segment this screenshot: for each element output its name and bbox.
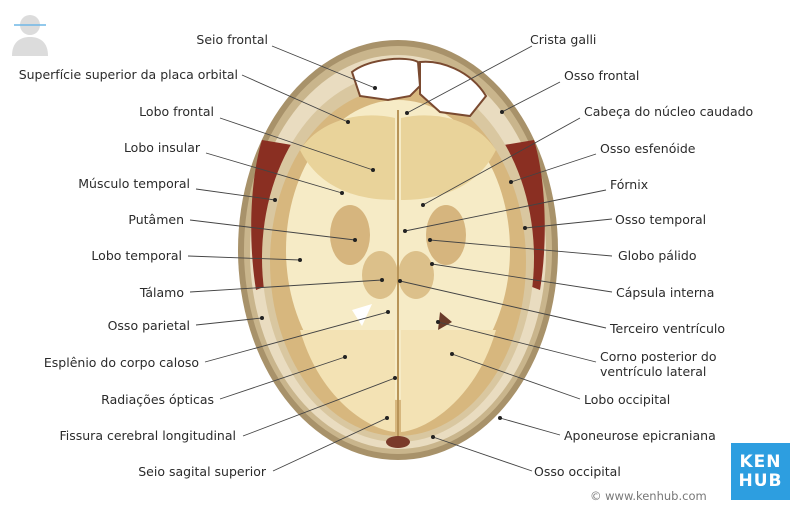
- superior-sagittal-sinus: [386, 436, 410, 448]
- thalamus-left: [362, 251, 398, 299]
- label-terceiro-ventriculo: Terceiro ventrículo: [610, 321, 726, 336]
- label-capsula-interna: Cápsula interna: [616, 285, 715, 300]
- label-globo-palido: Globo pálido: [618, 248, 697, 263]
- label-putamen: Putâmen: [128, 212, 184, 227]
- label-osso-frontal: Osso frontal: [564, 68, 640, 83]
- thalamus-right: [398, 251, 434, 299]
- label-corno-posterior-line2: ventrículo lateral: [600, 364, 707, 379]
- posterior-horn-left: [352, 304, 372, 326]
- label-osso-temporal: Osso temporal: [615, 212, 707, 227]
- label-osso-occipital: Osso occipital: [534, 464, 621, 479]
- label-osso-parietal: Osso parietal: [107, 318, 190, 333]
- head-orientation-icon: [12, 15, 48, 56]
- label-seio-sagital-superior: Seio sagital superior: [138, 464, 266, 479]
- label-lobo-temporal: Lobo temporal: [91, 248, 182, 263]
- label-seio-frontal: Seio frontal: [196, 32, 268, 47]
- label-superficie-superior-placa-orbital: Superfície superior da placa orbital: [18, 67, 238, 82]
- label-osso-esfenoide: Osso esfenóide: [600, 141, 696, 156]
- frontal-sinus: [350, 57, 422, 102]
- label-lobo-insular: Lobo insular: [123, 140, 200, 155]
- copyright-text: © www.kenhub.com: [590, 489, 707, 503]
- kenhub-logo[interactable]: KEN HUB: [731, 443, 790, 500]
- putamen-left: [330, 205, 370, 265]
- putamen-right: [426, 205, 466, 265]
- label-lobo-frontal: Lobo frontal: [139, 104, 214, 119]
- logo-line2: HUB: [738, 470, 783, 491]
- label-fornix: Fórnix: [610, 177, 649, 192]
- label-esplenio-corpo-caloso: Esplênio do corpo caloso: [43, 355, 199, 370]
- posterior-horn-right: [438, 312, 452, 330]
- label-aponeurose-epicraniana: Aponeurose epicraniana: [564, 428, 716, 443]
- label-lobo-occipital: Lobo occipital: [584, 392, 671, 407]
- label-cabeca-nucleo-caudado: Cabeça do núcleo caudado: [584, 104, 754, 119]
- label-radiacoes-opticas: Radiações ópticas: [101, 392, 214, 407]
- logo-line1: KEN: [739, 451, 782, 472]
- label-talamo: Tálamo: [139, 285, 184, 300]
- label-corno-posterior-line1: Corno posterior do: [600, 349, 717, 364]
- label-crista-galli: Crista galli: [530, 32, 597, 47]
- label-musculo-temporal: Músculo temporal: [78, 176, 190, 191]
- label-fissura-cerebral-longitudinal: Fissura cerebral longitudinal: [59, 428, 236, 443]
